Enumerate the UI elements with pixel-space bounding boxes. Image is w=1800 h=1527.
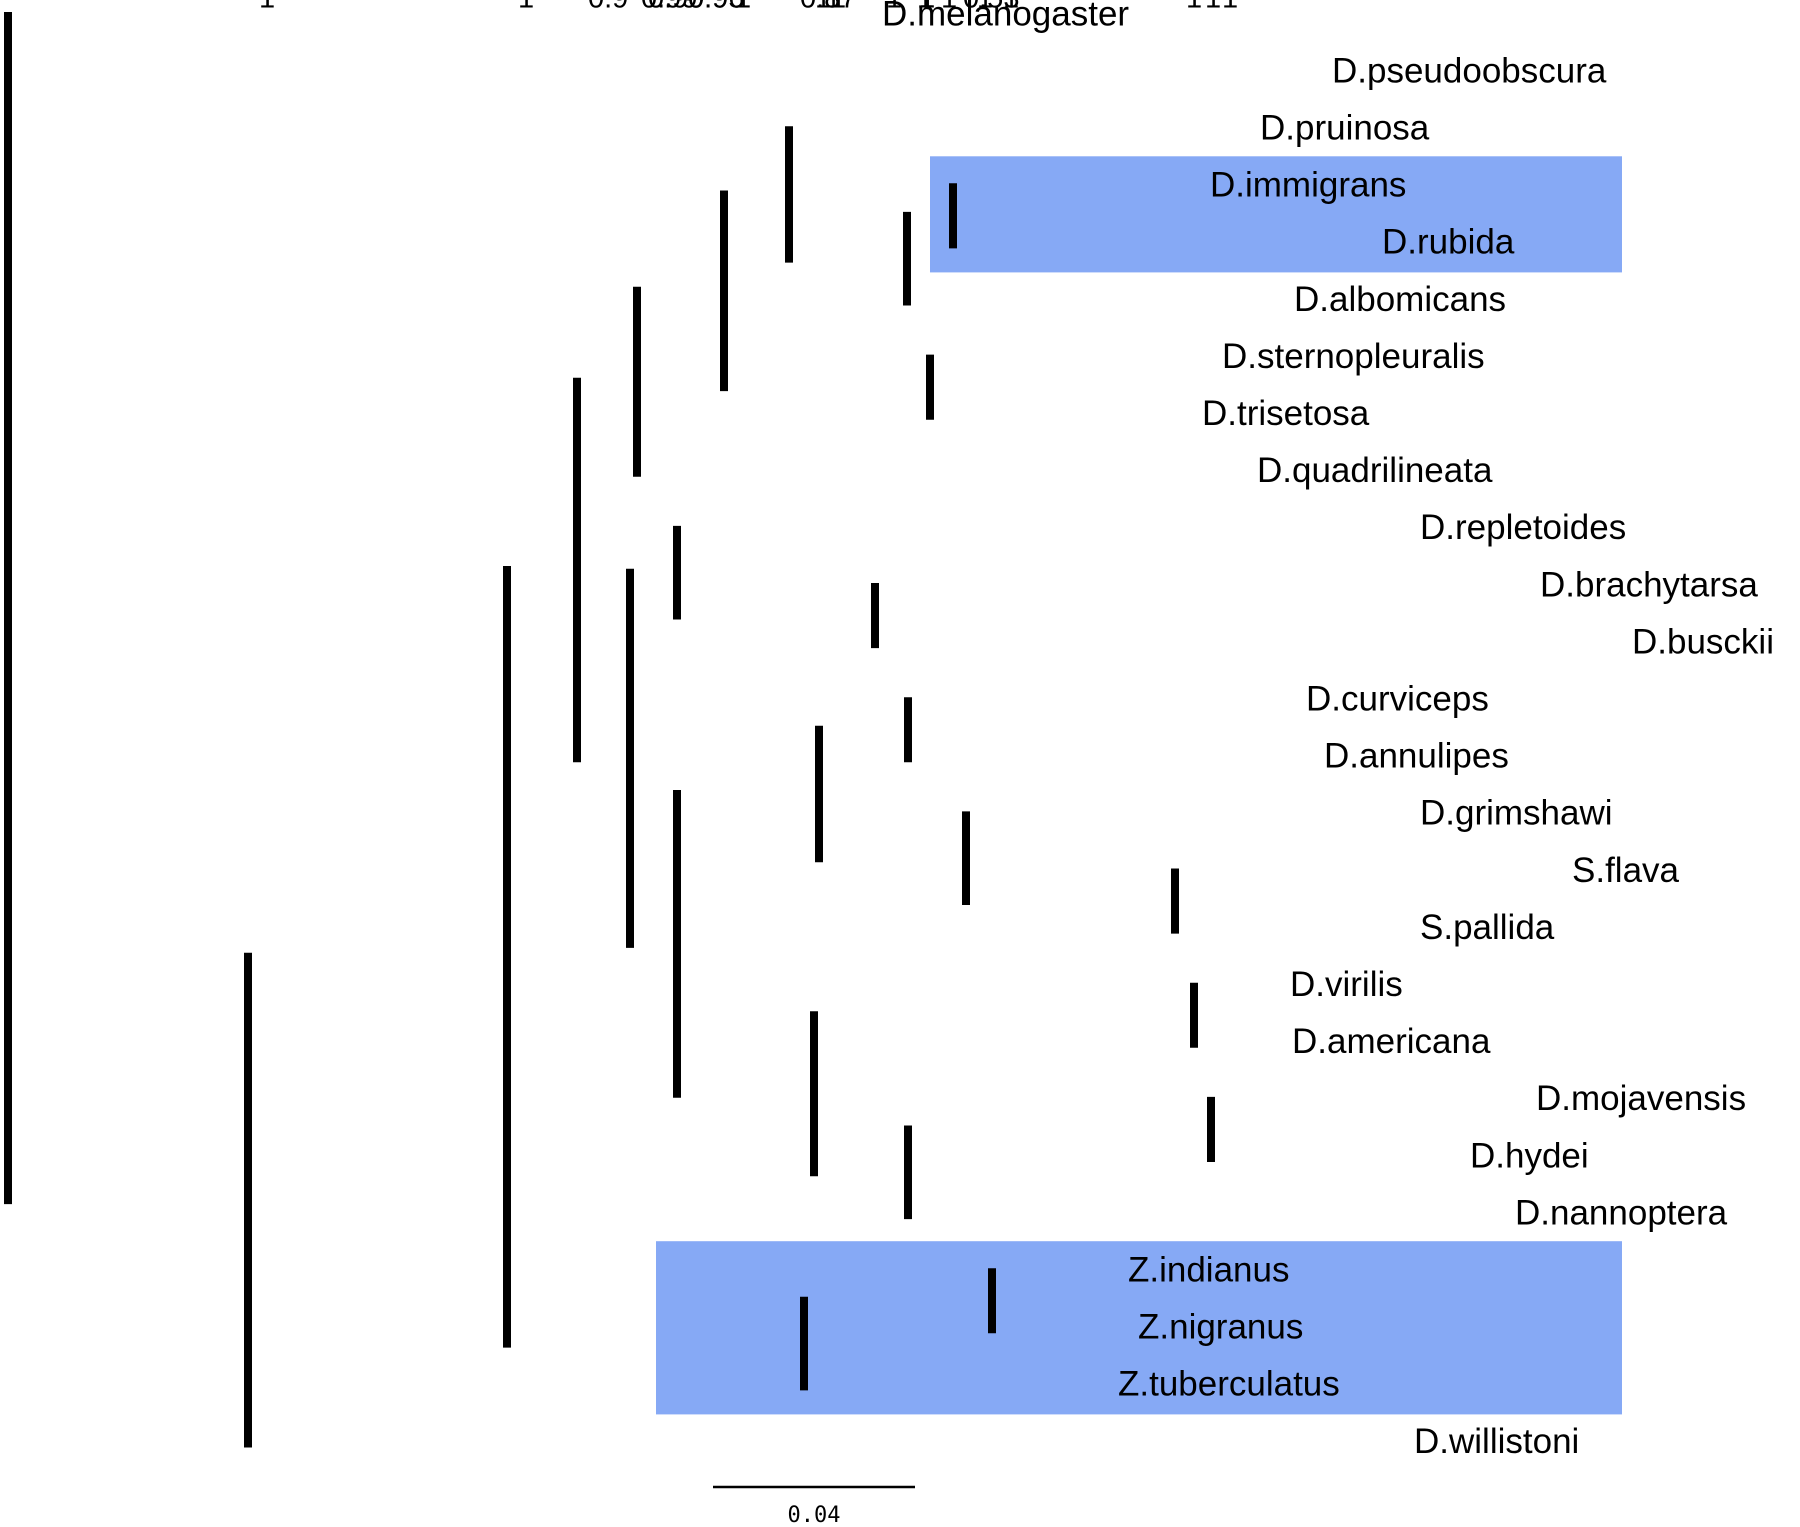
tip-label-s-pallida: S.pallida [1420,908,1555,947]
tip-label-d-pseudoobscura: D.pseudoobscura [1332,51,1607,90]
node-support-labels: 0.5310.87110.910.95111111110.960.990.911… [259,0,1238,15]
tip-label-d-curviceps: D.curviceps [1306,679,1489,718]
tip-label-z-indianus: Z.indianus [1128,1250,1289,1289]
tip-label-d-pruinosa: D.pruinosa [1260,108,1430,147]
support-imm-alb: 1 [917,0,933,15]
tip-label-d-hydei: D.hydei [1470,1136,1589,1175]
support-sfl: 1 [1186,0,1202,15]
support-pru: 0.87 [800,0,856,15]
tip-label-d-busckii: D.busckii [1632,622,1774,661]
tip-label-s-flava: S.flava [1572,851,1680,890]
tip-label-d-annulipes: D.annulipes [1324,737,1509,776]
support-vir: 1 [1205,0,1221,15]
support-cur-gri: 1 [830,0,846,15]
tip-label-d-melanogaster: D.melanogaster [882,0,1129,33]
tip-label-d-repletoides: D.repletoides [1420,508,1626,547]
tip-label-d-rubida: D.rubida [1382,223,1515,262]
tip-label-d-albomicans: D.albomicans [1294,280,1506,319]
scale-bar: 0.04 [713,1485,915,1527]
tip-label-d-mojavensis: D.mojavensis [1536,1079,1746,1118]
tip-label-z-nigranus: Z.nigranus [1138,1308,1303,1347]
scale-bar-label: 0.04 [788,1503,841,1527]
support-zin-ztu: 1 [815,0,831,15]
tip-label-d-trisetosa: D.trisetosa [1202,394,1370,433]
support-gri: 1 [977,0,993,15]
clade-box-imm-rub [930,156,1622,273]
support-cur-vir: 0.96 [688,0,744,15]
clade-box-zin-ztu [656,1241,1622,1415]
support-zin: 1 [1003,0,1019,15]
tip-label-d-nannoptera: D.nannoptera [1515,1193,1728,1232]
tip-label-d-willistoni: D.willistoni [1414,1422,1579,1461]
tip-label-d-immigrans: D.immigrans [1210,166,1406,205]
support-qua-rep: 0.9 [588,0,628,15]
tip-label-z-tuberculatus: Z.tuberculatus [1118,1365,1340,1404]
support-bra: 1 [886,0,902,15]
tip-labels: D.melanogasterD.pseudoobscuraD.pruinosaD… [882,0,1774,1461]
tip-label-d-brachytarsa: D.brachytarsa [1540,565,1758,604]
support-rep-cur: 0.99 [641,0,697,15]
tip-label-d-americana: D.americana [1292,1022,1491,1061]
support-vir-moj: 1 [825,0,841,15]
support-dros-zap: 1 [518,0,534,15]
support-imm-rub: 0.53 [963,0,1019,15]
support-moj: 1 [1222,0,1238,15]
tip-label-d-virilis: D.virilis [1290,965,1403,1004]
support-qua: 0.9 [648,0,688,15]
support-wil: 1 [259,0,275,15]
support-ste: 1 [941,0,957,15]
support-rep: 0.95 [688,0,744,15]
tree-branches [8,16,1215,1448]
tip-label-d-grimshawi: D.grimshawi [1420,794,1613,833]
highlighted-clade-boxes [656,156,1622,1415]
support-moj-nan: 1 [919,0,935,15]
support-pru-ste: 1 [735,0,751,15]
tip-label-d-sternopleuralis: D.sternopleuralis [1222,337,1485,376]
tip-label-d-quadrilineata: D.quadrilineata [1257,451,1493,490]
support-cur: 1 [919,0,935,15]
